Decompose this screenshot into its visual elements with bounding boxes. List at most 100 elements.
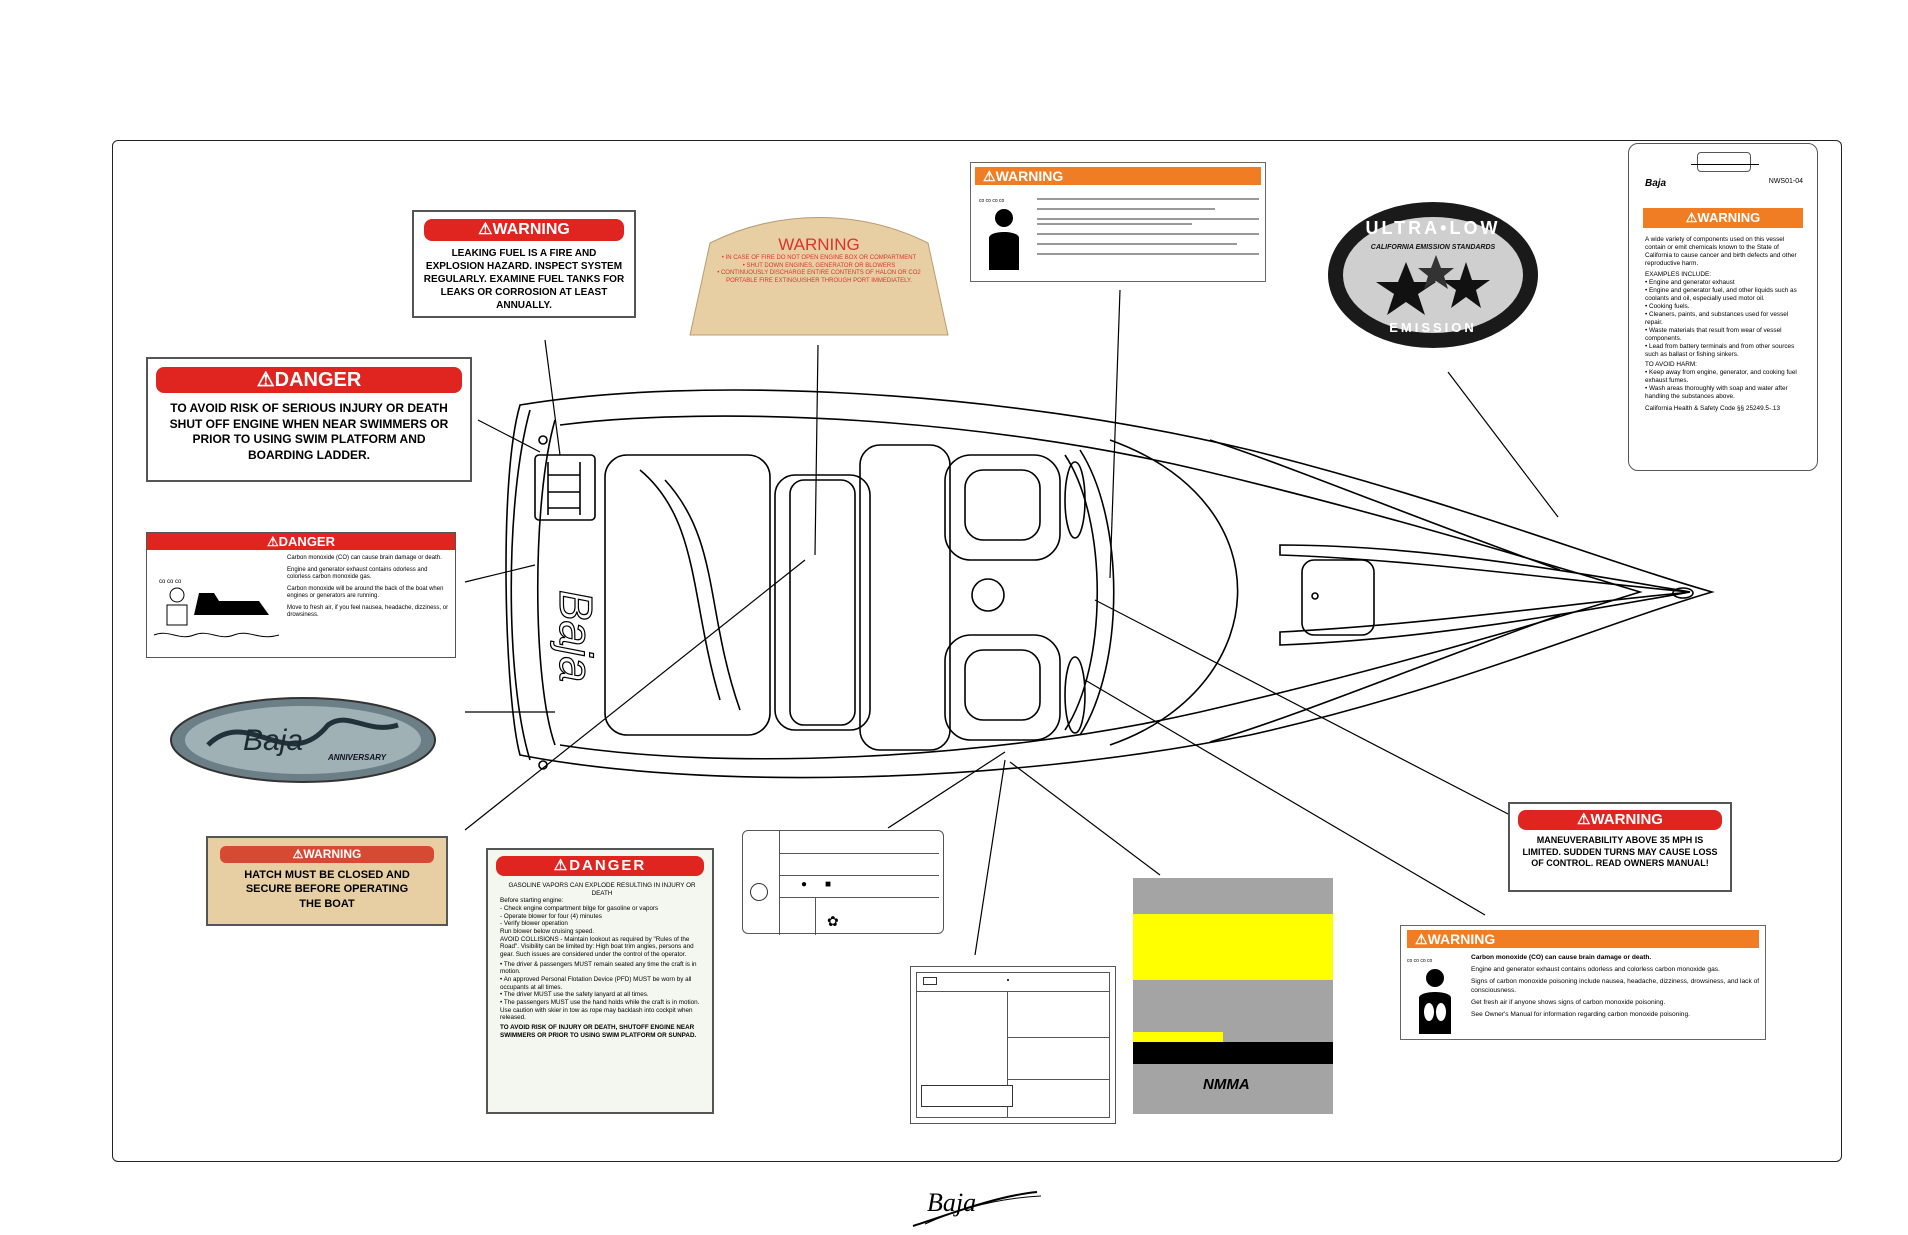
maneuver-warning-text: MANEUVERABILITY ABOVE 35 MPH IS LIMITED.… xyxy=(1522,835,1718,869)
windshield xyxy=(1079,449,1115,736)
baja-footer-text: Baja xyxy=(927,1188,977,1217)
nmma-certification-label: NMMA xyxy=(1133,878,1333,1114)
prop65-line: • Engine and generator fuel, and other l… xyxy=(1645,287,1797,302)
bow-hatch xyxy=(1301,559,1375,636)
emission-text: EMISSION xyxy=(1389,320,1477,335)
co-danger-line: Move to fresh air, if you feel nausea, h… xyxy=(287,604,449,619)
ultra-low-text: ULTRA•LOW xyxy=(1365,218,1501,238)
flag-icon xyxy=(923,977,937,985)
diagram-frame xyxy=(112,140,1842,1162)
fire-warning-line: • CONTINUOUSLY DISCHARGE ENTIRE CONTENTS… xyxy=(717,270,921,284)
nmma-black-band xyxy=(1133,1042,1333,1064)
boat-exhaust-icon: co co co xyxy=(153,579,280,638)
bow-stripe-bottom xyxy=(1279,591,1691,646)
maneuver-warning-header: WARNING xyxy=(1518,810,1722,830)
rear-bench xyxy=(774,474,871,731)
fuel-warning-label: WARNING LEAKING FUEL IS A FIRE AND EXPLO… xyxy=(412,210,636,318)
prop65-line: • Lead from battery terminals and from o… xyxy=(1645,343,1795,358)
co-danger-line: Carbon monoxide (CO) can cause brain dam… xyxy=(287,555,442,561)
co-warning-line: Engine and generator exhaust contains od… xyxy=(1471,966,1720,974)
prop65-line: A wide variety of components used on thi… xyxy=(1645,236,1797,267)
fuel-warning-text: LEAKING FUEL IS A FIRE AND EXPLOSION HAZ… xyxy=(423,248,625,311)
swim-danger-text: TO AVOID RISK OF SERIOUS INJURY OR DEATH… xyxy=(169,401,449,462)
california-emission-text: CALIFORNIA EMISSION STANDARDS xyxy=(1370,244,1496,251)
nmma-logo: NMMA xyxy=(1203,1076,1250,1093)
gasoline-danger-header: DANGER xyxy=(496,856,704,876)
co-danger-text: Carbon monoxide (CO) can cause brain dam… xyxy=(287,555,452,620)
person-icon: ● xyxy=(801,879,808,890)
leader-lines xyxy=(464,289,1559,956)
badge-baja-logo: Baja xyxy=(243,724,303,757)
gasoline-line: - Operate blower for four (4) minutes xyxy=(500,912,602,920)
anniversary-badge: Baja ANNIVERSARY xyxy=(168,695,438,785)
fire-warning-header: WARNING xyxy=(778,235,860,254)
gasoline-line: • An approved Personal Flotation Device … xyxy=(500,976,692,991)
gasoline-line: • The driver MUST use the safety lanyard… xyxy=(500,991,649,999)
bow-stripe-top xyxy=(1279,544,1691,593)
tag-hole xyxy=(1697,152,1751,172)
fuel-warning-header: WARNING xyxy=(424,219,624,241)
co-person-icon: co co co co xyxy=(979,198,1019,270)
hatch-warning-label: WARNING HATCH MUST BE CLOSED AND SECURE … xyxy=(206,836,448,926)
gasoline-line: Run blower below cruising speed. xyxy=(500,928,595,936)
prop65-line: • Cleaners, paints, and substances used … xyxy=(1645,311,1789,326)
co-warning-line: Get fresh air if anyone shows signs of c… xyxy=(1471,998,1666,1006)
prop65-line: EXAMPLES INCLUDE: xyxy=(1645,271,1712,278)
co-warning-line: Carbon monoxide (CO) can cause brain dam… xyxy=(1471,954,1652,961)
prop65-baja-logo: Baja xyxy=(1645,178,1667,189)
engine-icon: ✿ xyxy=(827,913,839,929)
co-warning-top-header: WARNING xyxy=(975,167,1261,185)
swim-danger-label: DANGER TO AVOID RISK OF SERIOUS INJURY O… xyxy=(146,357,472,482)
hatch-warning-text: HATCH MUST BE CLOSED AND SECURE BEFORE O… xyxy=(244,869,410,910)
gasoline-danger-label: DANGER GASOLINE VAPORS CAN EXPLODE RESUL… xyxy=(486,848,714,1114)
bow-deck xyxy=(1109,439,1239,746)
co-warning-right-text: Carbon monoxide (CO) can cause brain dam… xyxy=(1471,954,1761,1019)
fire-warning-line: • SHUT DOWN ENGINES, GENERATOR OR BLOWER… xyxy=(742,262,896,269)
prop65-line: • Waste materials that result from wear … xyxy=(1645,327,1782,342)
gasoline-line: • The driver & passengers MUST remain se… xyxy=(500,960,697,976)
prop65-line: • Engine and generator exhaust xyxy=(1645,279,1735,286)
capacity-label-blank: ● ■ ✿ xyxy=(742,830,944,935)
svg-text:co co co: co co co xyxy=(159,579,182,585)
fire-warning-text: • IN CASE OF FIRE DO NOT OPEN ENGINE BOX… xyxy=(714,255,924,285)
gasoline-line: AVOID COLLISIONS - Maintain lookout as r… xyxy=(500,935,694,959)
gasoline-line: • The passengers MUST use the hand holds… xyxy=(500,999,700,1007)
swim-danger-header: DANGER xyxy=(156,367,462,393)
maneuver-warning-label: WARNING MANEUVERABILITY ABOVE 35 MPH IS … xyxy=(1508,802,1732,892)
gasoline-line: TO AVOID RISK OF INJURY OR DEATH, SHUTOF… xyxy=(500,1024,697,1039)
co-warning-top-lines xyxy=(1037,193,1259,263)
hull-baja-logo: Baja xyxy=(550,590,602,682)
co-person-icon: co co co co xyxy=(1407,958,1451,1034)
co-danger-line: Carbon monoxide will be around the back … xyxy=(287,585,444,600)
co-warning-top-label: WARNING co co co co xyxy=(970,162,1266,282)
svg-text:co co co co: co co co co xyxy=(1407,958,1433,964)
prop65-line: • Cooking fuels. xyxy=(1645,303,1690,310)
prop65-line: • Keep away from engine, generator, and … xyxy=(1645,369,1797,384)
svg-text:co co co co: co co co co xyxy=(979,198,1005,204)
gasoline-line: GASOLINE VAPORS CAN EXPLODE RESULTING IN… xyxy=(508,882,696,897)
gasoline-danger-text: GASOLINE VAPORS CAN EXPLODE RESULTING IN… xyxy=(500,882,704,1039)
ring-icon xyxy=(750,883,768,901)
gasoline-line: - Verify blower operation xyxy=(500,920,568,928)
co-danger-header: DANGER xyxy=(147,533,455,550)
nmma-yellow-band xyxy=(1133,914,1333,980)
gasoline-line: - Check engine compartment bilge for gas… xyxy=(500,905,659,913)
gasoline-line: Use caution with skier in tow as rope ma… xyxy=(500,1006,693,1022)
ultra-low-emission-badge: ULTRA•LOW CALIFORNIA EMISSION STANDARDS … xyxy=(1326,200,1540,350)
co-danger-label: DANGER co co co Carbon monoxide (CO) can… xyxy=(146,532,456,658)
hull-outline xyxy=(505,389,1715,779)
co-warning-line: See Owner's Manual for information regar… xyxy=(1471,1011,1690,1019)
prop65-line: California Health & Safety Code §§ 25249… xyxy=(1645,405,1780,412)
hatch-warning-header: WARNING xyxy=(220,846,434,863)
co-warning-line: Signs of carbon monoxide poisoning inclu… xyxy=(1471,978,1760,994)
gasoline-line: Before starting engine: xyxy=(500,897,564,905)
co-warning-right-header: WARNING xyxy=(1407,930,1759,948)
passenger-seat xyxy=(944,634,1061,741)
co-warning-right-label: WARNING co co co co Carbon monoxide (CO)… xyxy=(1400,925,1766,1040)
gunwale xyxy=(559,415,1643,760)
prop65-header: WARNING xyxy=(1643,208,1803,228)
baja-footer-logo: Baja xyxy=(905,1186,1045,1230)
fire-warning-line: • IN CASE OF FIRE DO NOT OPEN ENGINE BOX… xyxy=(721,255,917,261)
prop65-code: NWS01-04 xyxy=(1768,178,1803,185)
